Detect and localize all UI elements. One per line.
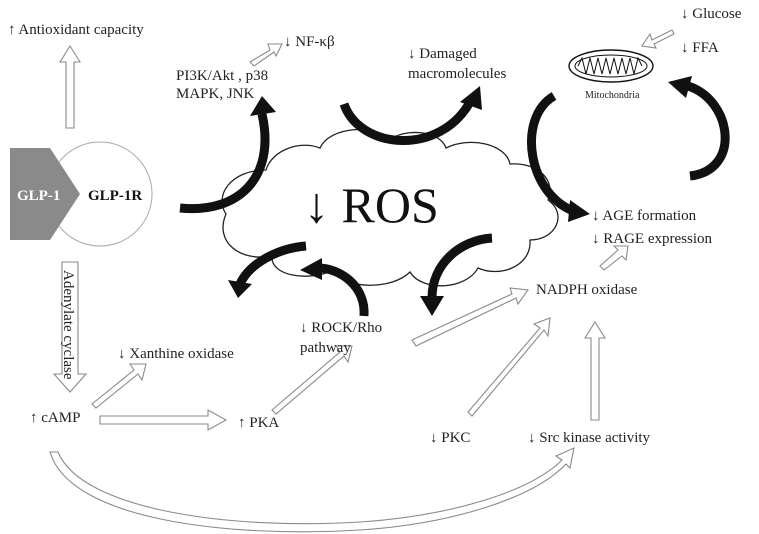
adenylate-label: Adenylate cyclase bbox=[60, 270, 76, 380]
glp1r-receptor bbox=[10, 141, 153, 247]
mitochondria-label: Mitochondria bbox=[585, 90, 640, 101]
ros-label: ↓ ROS bbox=[304, 177, 439, 233]
glucose-label: ↓ Glucose bbox=[681, 6, 742, 22]
camp-label: ↑ cAMP bbox=[30, 410, 80, 426]
rock-label-line1: ↓ ROCK/Rho bbox=[300, 320, 382, 336]
nfkb-label: ↓ NF-κβ bbox=[284, 34, 335, 50]
pka-label: ↑ PKA bbox=[238, 415, 279, 431]
labels: ↑ Antioxidant capacity PI3K/Akt , p38 MA… bbox=[8, 6, 742, 446]
pkc-label: ↓ PKC bbox=[430, 430, 470, 446]
src-label: ↓ Src kinase activity bbox=[528, 430, 651, 446]
ffa-label: ↓ FFA bbox=[681, 40, 719, 56]
pi3k-label-line2: MAPK, JNK bbox=[176, 86, 255, 102]
glp1r-label: GLP-1R bbox=[88, 188, 142, 204]
hollow-arrows bbox=[49, 29, 675, 533]
damaged-label-line1: ↓ Damaged bbox=[408, 46, 477, 62]
rock-label-line2: pathway bbox=[300, 340, 351, 356]
bold-arrows bbox=[179, 76, 730, 317]
glp1-label: GLP-1 bbox=[17, 188, 60, 204]
damaged-label-line2: macromolecules bbox=[408, 66, 506, 82]
rage-label: ↓ RAGE expression bbox=[592, 231, 712, 247]
pi3k-label-line1: PI3K/Akt , p38 bbox=[176, 68, 268, 84]
antioxidant-label: ↑ Antioxidant capacity bbox=[8, 22, 144, 38]
age-label: ↓ AGE formation bbox=[592, 208, 697, 224]
xanthine-label: ↓ Xanthine oxidase bbox=[118, 346, 234, 362]
nadph-label: NADPH oxidase bbox=[536, 282, 638, 298]
mitochondria-icon bbox=[568, 49, 654, 83]
